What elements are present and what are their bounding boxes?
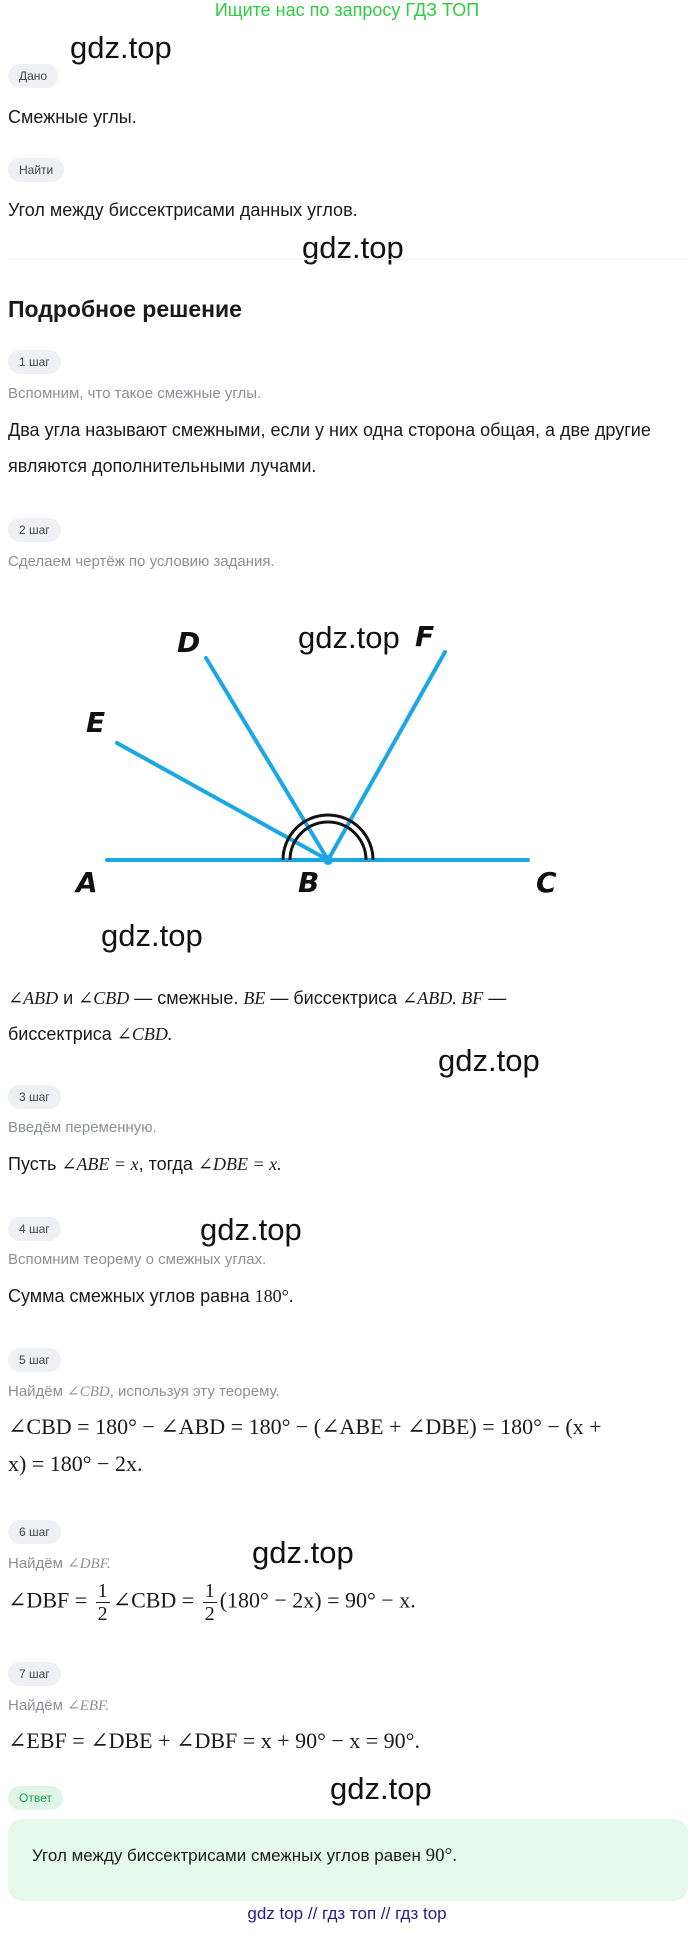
footer-separator: // [303,1904,323,1923]
math-angle-abd: ∠ABD [8,988,59,1008]
eq-part: ∠DBF = [8,1587,93,1613]
angle-diagram: A B C D E F [74,620,557,899]
eq-part: ∠CBD = [112,1587,200,1613]
step-7-equation: ∠EBF = ∠DBE + ∠DBF = x + 90° − x = 90°. [8,1728,420,1753]
step-4-hint: Вспомним теорему о смежных углах. [8,1251,267,1268]
step-3-pill: 3 шаг [8,1085,61,1109]
step-6-pill: 6 шаг [8,1520,61,1544]
watermark: gdz.top [298,620,400,655]
label-e: E [86,706,105,739]
frac-numerator: 1 [95,1580,110,1603]
text: биссектриса [8,1024,117,1044]
text: — биссектриса [265,988,403,1008]
math-angle-dbf: ∠DBF. [67,1556,111,1572]
answer-text: Угол между биссектрисами смежных углов р… [32,1846,426,1865]
watermark: gdz.top [200,1212,302,1247]
answer-pill: Ответ [8,1786,63,1810]
given-pill: Дано [8,64,59,88]
text: — [483,988,507,1008]
angle-arc-outer [281,813,375,861]
label-a: A [74,866,98,899]
step-5-hint: Найдём ∠CBD, используя эту теорему. [8,1382,280,1401]
step-3-hint: Введём переменную. [8,1119,157,1136]
step-1-hint: Вспомним, что такое смежные углы. [8,385,262,402]
step-3-text: Пусть ∠ABE = x, тогда ∠DBE = x. [8,1146,282,1182]
math-be: BE [243,988,266,1008]
step-5-pill: 5 шаг [8,1348,61,1372]
text: и [58,988,79,1008]
ray-bf [326,650,447,862]
math-dbe-x: ∠DBE = x. [197,1154,282,1174]
watermark: gdz.top [252,1535,354,1570]
footer-link-1[interactable]: gdz top [247,1904,304,1923]
solution-title: Подробное решение [8,296,242,322]
ray-be [115,741,330,862]
text: Найдём [8,1697,68,1714]
footer-link-2[interactable]: гдз топ [322,1904,377,1923]
text: Найдём [8,1383,68,1400]
frac-numerator: 1 [202,1580,217,1603]
label-c: C [536,866,557,899]
math-angle-cbd: ∠CBD [78,988,130,1008]
answer-value: 90°. [425,1845,457,1866]
point-b [323,855,333,865]
frac-denominator: 2 [97,1603,108,1625]
watermark: gdz.top [438,1043,540,1078]
step-1-pill: 1 шаг [8,350,61,374]
math-angle-abd-bf: ∠ABD. BF [402,988,484,1008]
search-banner: Ищите нас по запросу ГДЗ ТОП [214,0,480,20]
step-5-equation-line-1: ∠CBD = 180° − ∠ABD = 180° − (∠ABE + ∠DBE… [8,1414,602,1439]
watermark: gdz.top [330,1771,432,1806]
text: Пусть [8,1154,62,1174]
divider [8,259,688,260]
angle-arc-inner [288,820,368,861]
label-d: D [177,626,200,659]
step-2-hint: Сделаем чертёж по условию задания. [8,553,275,570]
math-abe-x: ∠ABE = x [61,1154,139,1174]
find-pill: Найти [8,158,65,182]
watermark: gdz.top [101,918,203,953]
step-1-line-2: являются дополнительными лучами. [8,456,317,476]
math-angle-cbd: ∠CBD [67,1384,110,1400]
math-angle-ebf: ∠EBF. [67,1698,110,1714]
footer-link-3[interactable]: гдз top [395,1904,447,1923]
text: , используя эту теорему. [109,1383,280,1400]
text: , тогда [138,1154,198,1174]
given-text: Смежные углы. [8,107,137,127]
eq-part: (180° − 2x) = 90° − x. [219,1587,416,1613]
step-4-text: Сумма смежных углов равна 180°. [8,1278,293,1314]
label-b: B [298,866,319,899]
frac-denominator: 2 [204,1603,215,1625]
text: Сумма смежных углов равна [8,1286,255,1306]
step-2-text-line-2: биссектриса ∠CBD. [8,1016,172,1052]
answer-box: Угол между биссектрисами смежных углов р… [8,1819,688,1901]
math-180: 180°. [254,1286,294,1306]
step-7-pill: 7 шаг [8,1662,61,1686]
footer-separator: // [376,1904,396,1923]
step-5-equation-line-2: x) = 180° − 2x. [8,1451,143,1476]
watermark: gdz.top [302,230,404,265]
watermark: gdz.top [70,30,172,65]
step-4-pill: 4 шаг [8,1217,61,1241]
math-angle-cbd: ∠CBD. [116,1024,173,1044]
footer-links: gdz top // гдз топ // гдз top [0,1904,694,1924]
text: Найдём [8,1555,68,1572]
step-1-line-1: Два угла называют смежными, если у них о… [8,420,651,440]
text: — смежные. [129,988,244,1008]
label-f: F [415,620,434,653]
step-7-hint: Найдём ∠EBF. [8,1696,109,1715]
step-2-text-line-1: ∠ABD и ∠CBD — смежные. BE — биссектриса … [8,980,506,1016]
step-6-hint: Найдём ∠DBF. [8,1554,111,1573]
step-2-pill: 2 шаг [8,518,61,542]
find-text: Угол между биссектрисами данных углов. [8,200,358,220]
ray-bd [204,656,330,862]
